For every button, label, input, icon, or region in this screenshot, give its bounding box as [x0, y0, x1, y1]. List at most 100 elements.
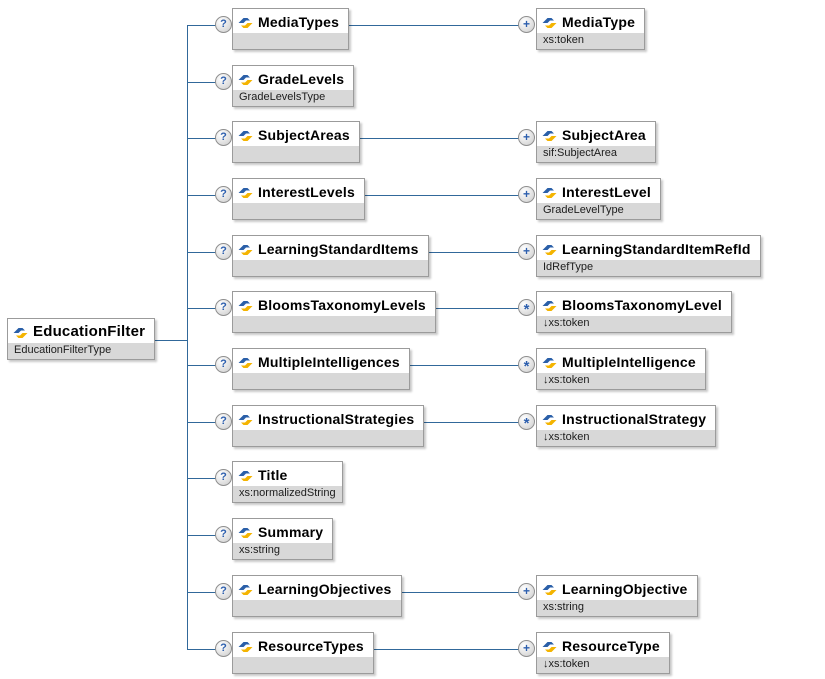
- element-box-mediatypes[interactable]: MediaTypes: [232, 8, 350, 50]
- element-box-learningstandarditemrefid[interactable]: LearningStandardItemRefId IdRefType: [536, 235, 761, 277]
- element-icon: [542, 640, 557, 652]
- element-label: ResourceType: [562, 637, 660, 654]
- element-box-learningobjective[interactable]: LearningObjective xs:string: [536, 575, 698, 617]
- element-type: [233, 203, 364, 219]
- element-icon: [238, 16, 253, 28]
- element-box-learningobjectives[interactable]: LearningObjectives: [232, 575, 402, 617]
- element-title-row: SubjectAreas: [233, 122, 359, 146]
- connector-stub: [187, 535, 227, 536]
- element-label: Summary: [258, 523, 324, 540]
- element-label: BloomsTaxonomyLevels: [258, 296, 426, 313]
- occurrence-optional-learningstandarditems[interactable]: ?: [215, 243, 232, 260]
- occurrence-optional-multipleintelligences[interactable]: ?: [215, 356, 232, 373]
- element-icon: [13, 326, 28, 338]
- element-label: MediaTypes: [258, 13, 340, 30]
- element-box-instructionalstrategy[interactable]: InstructionalStrategy ↓xs:token: [536, 405, 717, 447]
- element-box-subjectareas[interactable]: SubjectAreas: [232, 121, 360, 163]
- occurrence-optional-instructionalstrategies[interactable]: ?: [215, 413, 232, 430]
- element-icon: [542, 129, 557, 141]
- element-box-bloomstaxonomylevels[interactable]: BloomsTaxonomyLevels: [232, 291, 436, 333]
- element-icon: [238, 243, 253, 255]
- element-box-educationfilter[interactable]: EducationFilter EducationFilterType: [7, 318, 156, 360]
- occurrence-repeating-resourcetype[interactable]: +: [518, 640, 535, 657]
- element-label: InterestLevels: [258, 183, 355, 200]
- element-label: BloomsTaxonomyLevel: [562, 296, 722, 313]
- element-label: ResourceTypes: [258, 637, 364, 654]
- element-title-row: ResourceType: [537, 633, 669, 657]
- element-box-bloomstaxonomylevel[interactable]: BloomsTaxonomyLevel ↓xs:token: [536, 291, 732, 333]
- occurrence-optional-resourcetypes[interactable]: ?: [215, 640, 232, 657]
- connector-stub: [187, 308, 227, 309]
- occurrence-optional-summary[interactable]: ?: [215, 526, 232, 543]
- occurrence-repeating-mediatype[interactable]: +: [518, 16, 535, 33]
- occurrence-optional-mediatypes[interactable]: ?: [215, 16, 232, 33]
- element-type: GradeLevelType: [537, 203, 660, 219]
- element-label: LearningStandardItems: [258, 240, 419, 257]
- occurrence-optional-title[interactable]: ?: [215, 469, 232, 486]
- occurrence-optional-interestlevels[interactable]: ?: [215, 186, 232, 203]
- element-title-row: BloomsTaxonomyLevel: [537, 292, 731, 316]
- element-label: LearningStandardItemRefId: [562, 240, 751, 257]
- element-box-multipleintelligences[interactable]: MultipleIntelligences: [232, 348, 410, 390]
- occurrence-optional-subjectareas[interactable]: ?: [215, 129, 232, 146]
- occurrence-optional-learningobjectives[interactable]: ?: [215, 583, 232, 600]
- element-box-summary[interactable]: Summary xs:string: [232, 518, 334, 560]
- element-icon: [238, 583, 253, 595]
- connector-parent-child: [260, 195, 527, 196]
- occurrence-repeating-learningobjective[interactable]: +: [518, 583, 535, 600]
- element-box-resourcetype[interactable]: ResourceType ↓xs:token: [536, 632, 670, 674]
- element-title-row: InterestLevel: [537, 179, 660, 203]
- connector-stub: [187, 25, 227, 26]
- occurrence-repeating-learningstandarditemrefid[interactable]: +: [518, 243, 535, 260]
- element-icon: [542, 299, 557, 311]
- element-type: [233, 657, 373, 673]
- element-icon: [542, 16, 557, 28]
- element-label: InstructionalStrategies: [258, 410, 415, 427]
- element-title-row: Summary: [233, 519, 333, 543]
- element-label: InstructionalStrategy: [562, 410, 707, 427]
- occurrence-multiple-instructionalstrategy[interactable]: *: [518, 413, 535, 432]
- element-type: ↓xs:token: [537, 373, 705, 389]
- occurrence-repeating-subjectarea[interactable]: +: [518, 129, 535, 146]
- element-type: xs:string: [537, 600, 697, 616]
- element-icon: [238, 640, 253, 652]
- occurrence-optional-gradelevels[interactable]: ?: [215, 73, 232, 90]
- connector-stub: [187, 82, 227, 83]
- occurrence-multiple-bloomstaxonomylevel[interactable]: *: [518, 299, 535, 318]
- element-type: xs:string: [233, 543, 333, 559]
- element-label: SubjectAreas: [258, 126, 350, 143]
- occurrence-multiple-multipleintelligence[interactable]: *: [518, 356, 535, 375]
- occurrence-optional-bloomstaxonomylevels[interactable]: ?: [215, 299, 232, 316]
- element-box-learningstandarditems[interactable]: LearningStandardItems: [232, 235, 429, 277]
- element-type: [233, 373, 409, 389]
- occurrence-repeating-interestlevel[interactable]: +: [518, 186, 535, 203]
- element-box-multipleintelligence[interactable]: MultipleIntelligence ↓xs:token: [536, 348, 706, 390]
- element-title-row: InterestLevels: [233, 179, 364, 203]
- element-icon: [542, 413, 557, 425]
- connector-stub: [187, 478, 227, 479]
- element-box-title[interactable]: Title xs:normalizedString: [232, 461, 343, 503]
- element-icon: [238, 129, 253, 141]
- element-box-interestlevels[interactable]: InterestLevels: [232, 178, 365, 220]
- element-box-mediatype[interactable]: MediaType xs:token: [536, 8, 646, 50]
- connector-parent-child: [260, 25, 527, 26]
- element-type: [233, 600, 401, 616]
- element-icon: [542, 583, 557, 595]
- element-box-gradelevels[interactable]: GradeLevels GradeLevelsType: [232, 65, 355, 107]
- element-title-row: Title: [233, 462, 342, 486]
- element-title-row: LearningObjectives: [233, 576, 401, 600]
- element-type: EducationFilterType: [8, 343, 155, 359]
- element-title-row: LearningObjective: [537, 576, 697, 600]
- element-box-subjectarea[interactable]: SubjectArea sif:SubjectArea: [536, 121, 656, 163]
- element-box-interestlevel[interactable]: InterestLevel GradeLevelType: [536, 178, 661, 220]
- element-title-row: LearningStandardItems: [233, 236, 428, 260]
- element-type: ↓xs:token: [537, 657, 669, 673]
- element-label: MultipleIntelligences: [258, 353, 400, 370]
- element-box-instructionalstrategies[interactable]: InstructionalStrategies: [232, 405, 425, 447]
- element-title-row: SubjectArea: [537, 122, 655, 146]
- element-label: MediaType: [562, 13, 636, 30]
- element-icon: [238, 299, 253, 311]
- element-box-resourcetypes[interactable]: ResourceTypes: [232, 632, 374, 674]
- element-type: GradeLevelsType: [233, 90, 354, 106]
